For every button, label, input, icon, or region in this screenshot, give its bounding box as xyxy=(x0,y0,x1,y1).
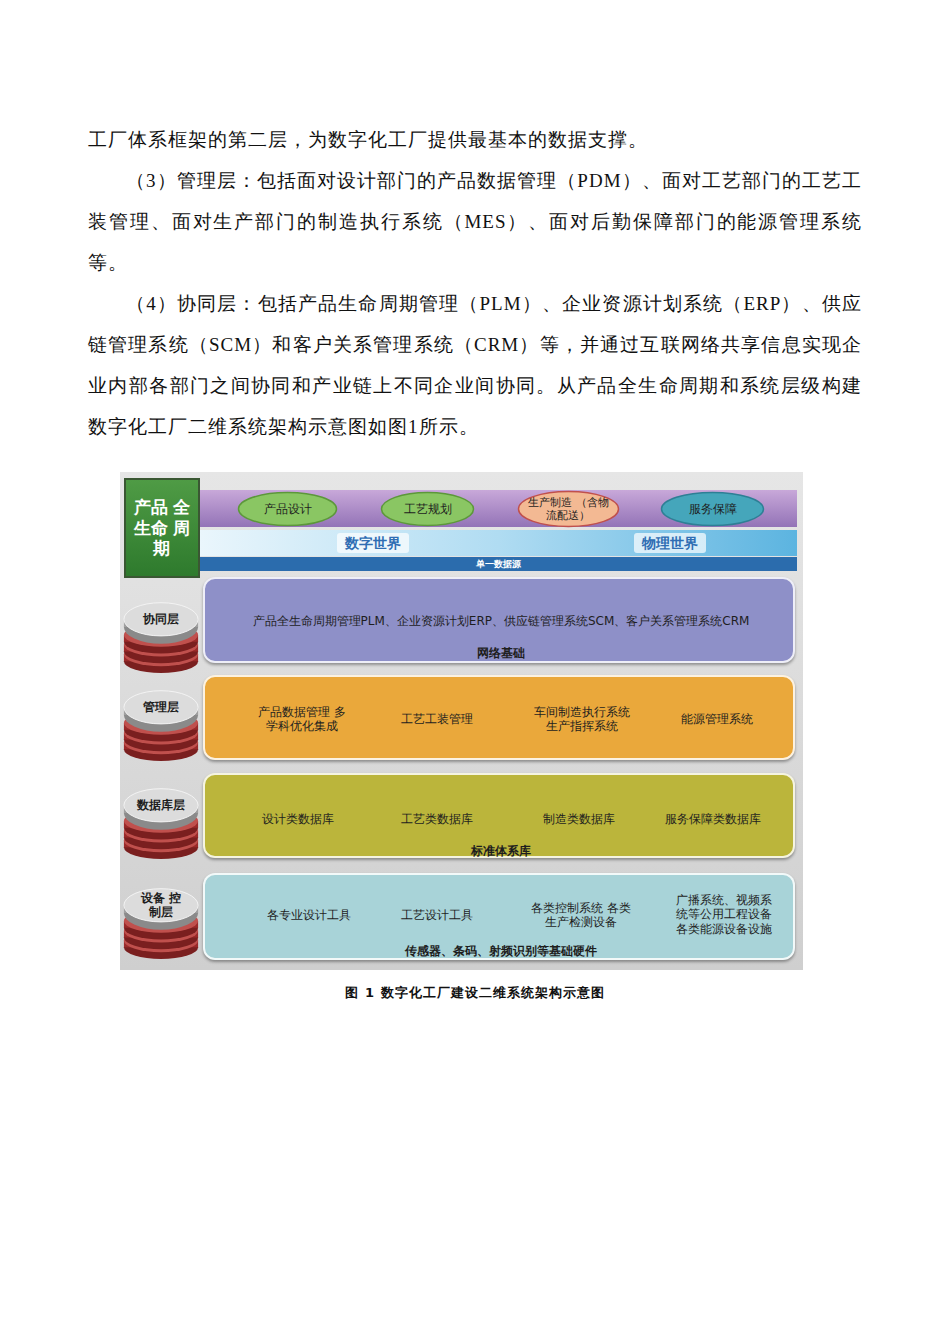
node-text: 产品数据管理 多学科优化集成 xyxy=(258,705,347,734)
layer-icon: 管理层 xyxy=(120,675,202,765)
node-text: 制造类数据库 xyxy=(543,812,615,826)
node-text: 工艺类数据库 xyxy=(401,812,473,826)
layer-icon: 数据库层 xyxy=(120,773,202,863)
body-paragraph: （3）管理层：包括面对设计部门的产品数据管理（PDM）、面对工艺部门的工艺工装管… xyxy=(88,160,862,283)
oval-shape xyxy=(662,493,764,526)
node-text: 能源管理系统 xyxy=(681,712,753,726)
stage-oval: 生产制造 （含物流配送） xyxy=(517,490,620,528)
disk-stack xyxy=(120,675,202,765)
layer-box: 设计类数据库 工艺类数据库 制造类数据库 服务保障类数据库标准体系库 xyxy=(203,773,795,858)
node-text: 各专业设计工具 xyxy=(267,908,351,922)
node-text: 标准体系库 xyxy=(471,844,531,858)
stage-oval: 工艺规划 xyxy=(380,491,475,527)
node-text: 产品 全生命 周期 xyxy=(133,497,191,558)
stage-oval: 服务保障 xyxy=(660,491,765,527)
oval-shape xyxy=(382,493,474,526)
stage-oval: 产品设计 xyxy=(237,491,338,527)
layer-box: 各专业设计工具 工艺设计工具 各类控制系统 各类生产检测设备 广播系统、视频系统等公用… xyxy=(203,873,795,960)
node-text: 物理世界 xyxy=(634,533,706,553)
node-text: 管理层 xyxy=(143,700,179,714)
lifecycle-heading: 产品 全生命 周期 xyxy=(124,478,200,578)
node-text: 设备 控制层 xyxy=(141,891,182,920)
data-source-bar: 单一数据源 xyxy=(200,557,797,571)
body-text: 工厂体系框架的第二层，为数字化工厂提供最基本的数据支撑。（3）管理层：包括面对设… xyxy=(88,119,862,447)
node-text: 数据库层 xyxy=(137,798,185,812)
node-text: 工艺工装管理 xyxy=(401,712,473,726)
node-text: 服务保障 xyxy=(689,502,737,516)
node-text: 产品设计 xyxy=(264,502,312,516)
layer-icon: 协同层 xyxy=(120,587,202,677)
node-text: 网络基础 xyxy=(477,646,525,660)
body-paragraph: （4）协同层：包括产品生命周期管理（PLM）、企业资源计划系统（ERP）、供应链… xyxy=(88,283,862,447)
node-text: 协同层 xyxy=(143,612,179,626)
world-band: 数字世界 物理世界 xyxy=(200,530,797,556)
body-paragraph: 工厂体系框架的第二层，为数字化工厂提供最基本的数据支撑。 xyxy=(88,119,862,160)
figure-ground xyxy=(120,472,803,970)
figure-caption: 图 1 数字化工厂建设二维系统架构示意图 xyxy=(0,984,950,1002)
lifecycle-bar xyxy=(200,490,797,527)
layer-box: 产品全生命周期管理PLM、企业资源计划ERP、供应链管理系统SCM、客户关系管理… xyxy=(203,577,795,663)
disk-top xyxy=(124,691,198,724)
oval-shape xyxy=(519,492,619,527)
disk-stack xyxy=(120,587,202,677)
layer-icon: 设备 控制层 xyxy=(120,873,202,963)
node-text: 工艺设计工具 xyxy=(401,908,473,922)
caption-text: 图 1 数字化工厂建设二维系统架构示意图 xyxy=(345,985,604,1000)
node-text: 工艺规划 xyxy=(404,502,452,516)
node-text: 数字世界 xyxy=(337,533,409,553)
node-text: 广播系统、视频系统等公用工程设备 各类能源设备设施 xyxy=(674,893,774,936)
oval-shape xyxy=(239,493,337,526)
node-text: 生产制造 （含物流配送） xyxy=(528,496,609,522)
node-text: 服务保障类数据库 xyxy=(665,812,761,826)
node-text: 设计类数据库 xyxy=(262,812,334,826)
layer-box: 产品数据管理 多学科优化集成 工艺工装管理 车间制造执行系统 生产指挥系统 能源管理系… xyxy=(203,675,795,760)
disk-stack xyxy=(120,773,202,863)
node-text: 传感器、条码、射频识别等基础硬件 xyxy=(405,944,597,958)
node-text: 产品全生命周期管理PLM、企业资源计划ERP、供应链管理系统SCM、客户关系管理… xyxy=(253,614,750,628)
figure: 产品 全生命 周期 产品设计 工艺规划 生产制造 （含物流配送） 服务保障数字世界 物理世… xyxy=(120,472,803,970)
node-text: 单一数据源 xyxy=(476,560,521,569)
node-text: 车间制造执行系统 生产指挥系统 xyxy=(532,705,633,734)
node-text: 各类控制系统 各类生产检测设备 xyxy=(531,901,632,930)
disk-top xyxy=(124,889,198,922)
disk-top xyxy=(124,789,198,822)
disk-top xyxy=(124,603,198,636)
